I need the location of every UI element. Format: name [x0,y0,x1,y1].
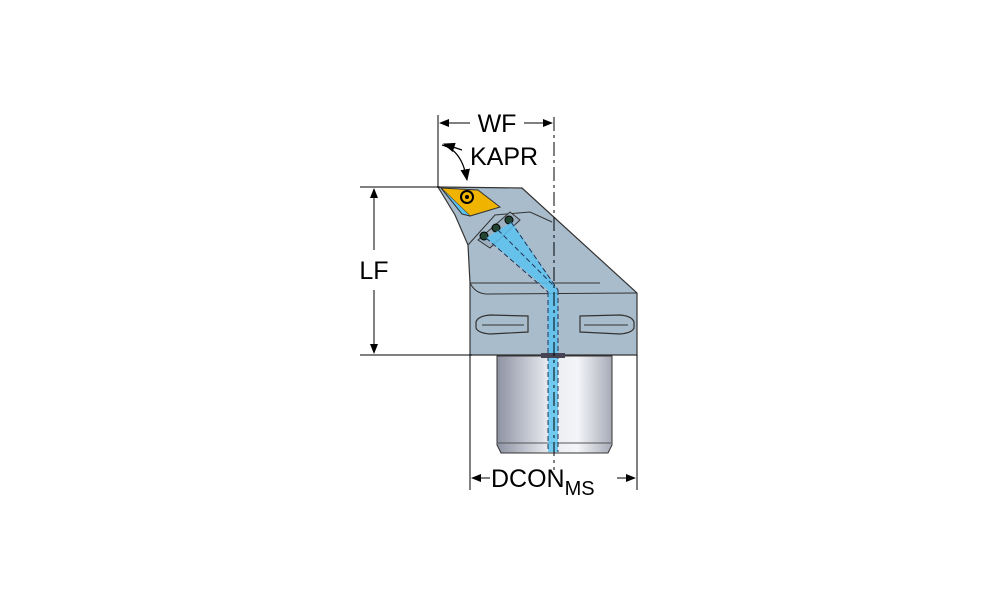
dcon-main: DCON [491,465,565,493]
slot-left [475,314,529,335]
dimension-lf [360,186,472,356]
kapr-angle-arrow [441,144,470,182]
dcon-subscript: MS [565,478,595,500]
dcon-label: DCONMS [491,465,595,500]
cutting-insert [439,187,502,217]
wf-label: WF [478,110,517,138]
slot-right [579,314,635,335]
coolant-channels [485,221,565,452]
dimension-wf [437,115,553,188]
dimension-dcon [469,355,638,490]
kapr-label: KAPR [470,143,538,171]
lf-label: LF [359,257,388,285]
